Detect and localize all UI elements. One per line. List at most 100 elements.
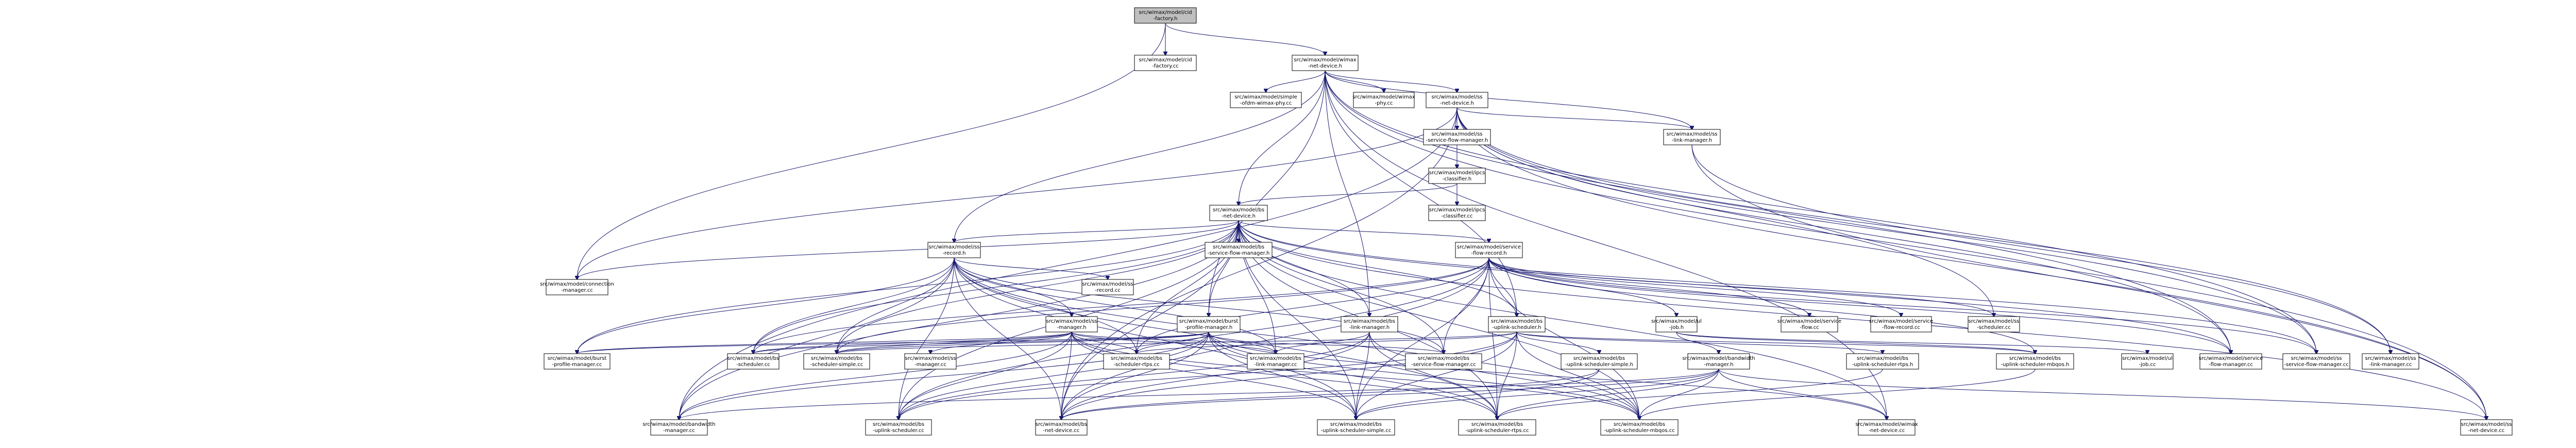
include-edge-n12-n22 [1488,257,1901,317]
file-node[interactable]: src/wimax/model/burst-profile-manager.cc [544,353,611,370]
file-node[interactable]: src/wimax/model/ss-service-flow-manager.… [1423,129,1491,145]
file-node-box [1134,7,1197,24]
file-node-label: src/wimax/model/bs [1614,422,1665,427]
file-node-box [1209,205,1268,221]
include-edge-n2-n19 [1325,70,1517,317]
file-node-box [1687,353,1750,370]
file-node-box [1353,92,1415,108]
file-node[interactable]: src/wimax/model/bs-uplink-scheduler.h [1488,316,1546,333]
file-node[interactable]: src/wimax/model/bs-scheduler.cc [727,353,779,370]
file-node-box [1655,316,1698,333]
file-node[interactable]: src/wimax/model/bs-scheduler-simple.cc [803,353,870,370]
file-node-box [1968,316,2020,333]
file-node-box [2362,353,2419,370]
file-node-label: -factory.cc [1152,63,1179,69]
include-edge-n32-n39 [679,369,1719,420]
file-node[interactable]: src/wimax/model/bs-scheduler-rtps.cc [1103,353,1170,370]
file-node[interactable]: src/wimax/model/ipcs-classifier.h [1428,168,1486,184]
include-edge-n16-n24 [577,331,1072,354]
file-node[interactable]: src/wimax/model/bs-link-manager.h [1341,316,1398,333]
file-node[interactable]: src/wimax/model/service-flow-record.cc [1869,316,1933,333]
file-node[interactable]: src/wimax/model/bs-uplink-scheduler-simp… [1561,353,1638,370]
include-edge-n31-n42 [1356,369,1600,420]
file-node-box [727,353,779,370]
include-edge-n16-n40 [899,331,1072,420]
file-node[interactable]: src/wimax/model/ipcs-classifier.cc [1428,205,1486,221]
file-node[interactable]: src/wimax/model/bs-uplink-scheduler-simp… [1317,419,1395,436]
file-node[interactable]: src/wimax/model/ss-record.h [927,242,981,258]
file-node-box [1996,353,2074,370]
file-node-box [1561,353,1638,370]
file-node-box [1663,129,1721,145]
file-node-label: src/wimax/model/wimax [1294,57,1356,63]
file-node-box [1081,279,1134,295]
file-node[interactable]: src/wimax/model/ss-scheduler.cc [1968,316,2020,333]
file-node[interactable]: src/wimax/model/bs-service-flow-manager.… [1205,242,1273,258]
file-node-label: src/wimax/model/bs [2009,356,2061,361]
include-edge-n16-n28 [1071,331,1137,354]
file-node[interactable]: src/wimax/model/connection-manager.cc [540,279,614,295]
file-node[interactable]: src/wimax/model/cid-factory.cc [1134,55,1197,71]
file-node[interactable]: src/wimax/model/burst-profile-manager.h [1177,316,1241,333]
file-node-box [1858,419,1916,436]
file-node[interactable]: src/wimax/model/bandwidth-manager.cc [642,419,716,436]
file-node[interactable]: src/wimax/model/service-flow-record.h [1455,242,1523,258]
include-edge-n13-n30 [954,257,1444,354]
include-edge-n13-n29 [954,257,1276,354]
include-edge-n10-n36 [1238,220,2231,354]
file-node-box [1870,316,1932,333]
file-node-label: src/wimax/model/ss [1431,94,1482,100]
include-edge-n12-n26 [837,257,1489,354]
file-node-label: -record.cc [1095,288,1121,293]
include-edge-n19-n26 [837,331,1517,354]
include-edge-n16-n39 [679,331,1072,420]
file-node[interactable]: src/wimax/model/ss-net-device.h [1426,92,1488,108]
file-node[interactable]: src/wimax/model/bs-uplink-scheduler-rtps… [1846,353,1919,370]
file-node[interactable]: src/wimax/model/bs-net-device.h [1209,205,1268,221]
file-node[interactable]: src/wimax/model/ss-net-device.cc [2460,419,2513,436]
file-node[interactable]: src/wimax/model/simple-ofdm-wimax-phy.cc [1230,92,1302,108]
file-node[interactable]: src/wimax/model/ss-link-manager.cc [2362,353,2419,370]
file-node-label: src/wimax/model/ipcs [1429,207,1485,213]
file-node-label: -uplink-scheduler-rtps.cc [1465,428,1529,434]
file-node-label: src/wimax/model/bs [1344,319,1395,324]
file-node[interactable]: src/wimax/model/bs-service-flow-manager.… [1405,353,1482,370]
file-node[interactable]: src/wimax/model/ss-manager.cc [904,353,957,370]
file-node-box [1292,55,1359,71]
include-edge-n10-n18 [1238,220,1369,317]
include-edge-n12-n44 [1488,257,1639,420]
file-node[interactable]: src/wimax/model/bs-uplink-scheduler.cc [865,419,932,436]
include-edge-n16-n44 [1071,331,1639,420]
file-node-label: -scheduler.cc [1977,325,2011,330]
file-node[interactable]: src/wimax/model/bs-link-manager.cc [1247,353,1304,370]
file-node[interactable]: src/wimax/model/wimax-net-device.cc [1855,419,1918,436]
file-node[interactable]: src/wimax/model/ul-job.h [1651,316,1702,333]
include-edge-n2-n46 [1325,70,2486,420]
include-edge-n16-n43 [1071,331,1497,420]
file-node-label: src/wimax/model/service [1869,319,1933,324]
include-edge-n2-n5 [1325,70,1457,92]
file-node[interactable]: src/wimax/model/bs-uplink-scheduler-rtps… [1458,419,1536,436]
file-node[interactable]: src/wimax/model/bs-uplink-scheduler-mbqo… [1996,353,2074,370]
file-node-label: src/wimax/model/ss [2461,422,2512,427]
file-node[interactable]: src/wimax/model/bandwidth-manager.h [1682,353,1755,370]
include-edge-n2-n3 [1266,70,1326,92]
file-node[interactable]: src/wimax/model/ss-manager.h [1045,316,1098,333]
file-node-box [1428,205,1486,221]
file-node[interactable]: src/wimax/model/ss-service-flow-manager.… [2282,353,2350,370]
file-node-label: src/wimax/model/bs [1213,207,1264,213]
file-node[interactable]: src/wimax/model/bs-net-device.cc [1035,419,1088,436]
include-edge-n12-n34 [1488,257,2035,354]
file-node[interactable]: src/wimax/model/ss-record.cc [1081,279,1134,295]
file-node-box [803,353,870,370]
file-node[interactable]: src/wimax/model/service-flow-manager.cc [2199,353,2263,370]
file-node-box [1230,92,1302,108]
file-node[interactable]: src/wimax/model/wimax-phy.cc [1352,92,1415,108]
file-node[interactable]: src/wimax/model/wimax-net-device.h [1292,55,1359,71]
file-node[interactable]: src/wimax/model/bs-uplink-scheduler-mbqo… [1600,419,1679,436]
file-node[interactable]: src/wimax/model/ss-link-manager.h [1663,129,1721,145]
file-node[interactable]: src/wimax/model/service-flow.cc [1777,316,1841,333]
file-node[interactable]: src/wimax/model/ul-job.cc [2121,353,2174,370]
include-edge-n18-n42 [1356,331,1370,420]
